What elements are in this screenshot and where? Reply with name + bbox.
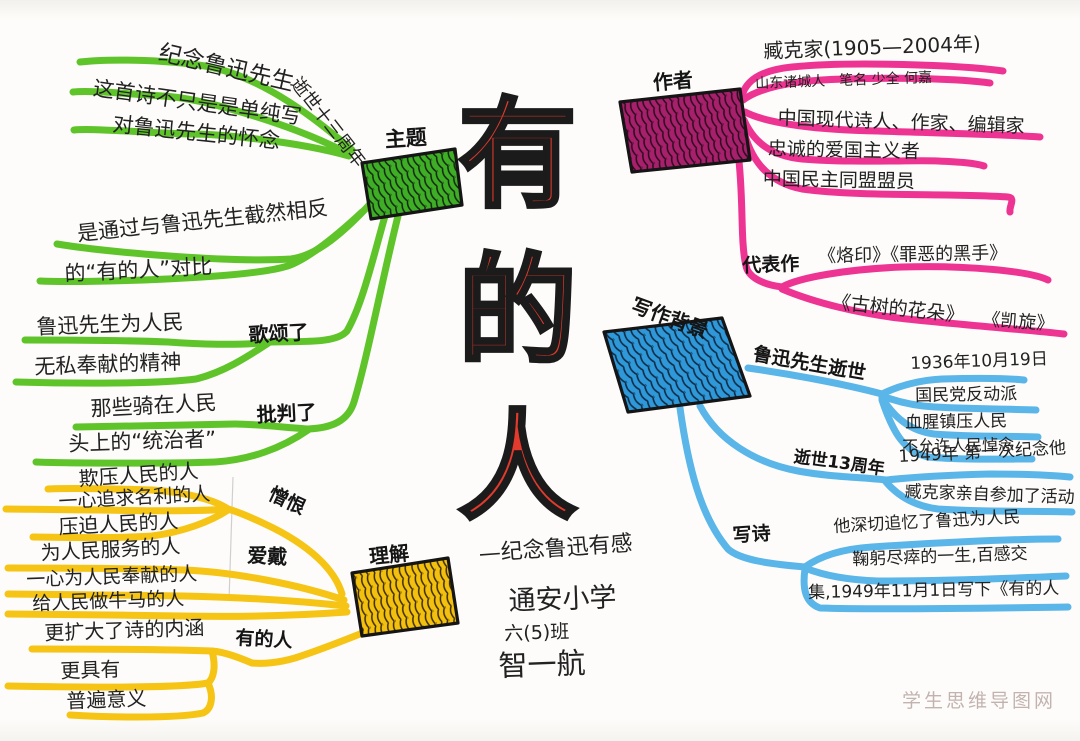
understanding-branch-paths [2,485,369,721]
author-item-league-member: 中国民主同盟盟员 [762,168,916,193]
theme-node-label: 主题 [384,125,428,152]
poem-title: 有的人 [436,90,578,562]
paper-crease-line [228,476,234,602]
author-leaf-node [618,87,752,174]
understanding-node-label: 理解 [367,540,411,569]
understanding-some-item-2: 更具有 [59,656,121,683]
site-watermark: 学生思维导图网 [902,690,1057,712]
author-works-item-1: 《烙印》《罪恶的黑手》 [817,242,1008,267]
theme-criticize-label: 批判了 [255,399,318,427]
theme-branch-paths [12,56,402,467]
theme-leaf-node [360,147,464,221]
class-name: 六(5)班 [503,620,570,645]
background-branch-paths [676,364,1076,613]
background-leaf-node [602,316,752,414]
school-name: 通安小学 [508,582,618,617]
author-node-label: 作者 [651,67,694,95]
theme-praise-label: 歌颂了 [247,319,310,347]
background-death-kmt: 国民党反动派 [914,384,1018,406]
understanding-some-item-3: 普遍意义 [65,686,147,713]
author-works-label: 代表作 [741,253,800,277]
understanding-some-label: 有的人 [234,627,293,652]
author-item-patriot: 忠诚的爱国主义者 [767,138,921,163]
theme-praise-item-2: 无私奉献的精神 [34,349,182,379]
student-name: 智一航 [497,645,587,683]
background-death-suppression: 血腥镇压人民 [904,411,1008,433]
theme-praise-item-1: 鲁迅先生为人民 [36,309,184,339]
theme-criticize-item-2: 头上的“统治者” [68,426,217,456]
background-poem-label: 写诗 [731,522,772,547]
author-branch-paths [734,60,1068,338]
understanding-love-label: 爱戴 [246,543,288,570]
understanding-leaf-node [350,556,460,638]
